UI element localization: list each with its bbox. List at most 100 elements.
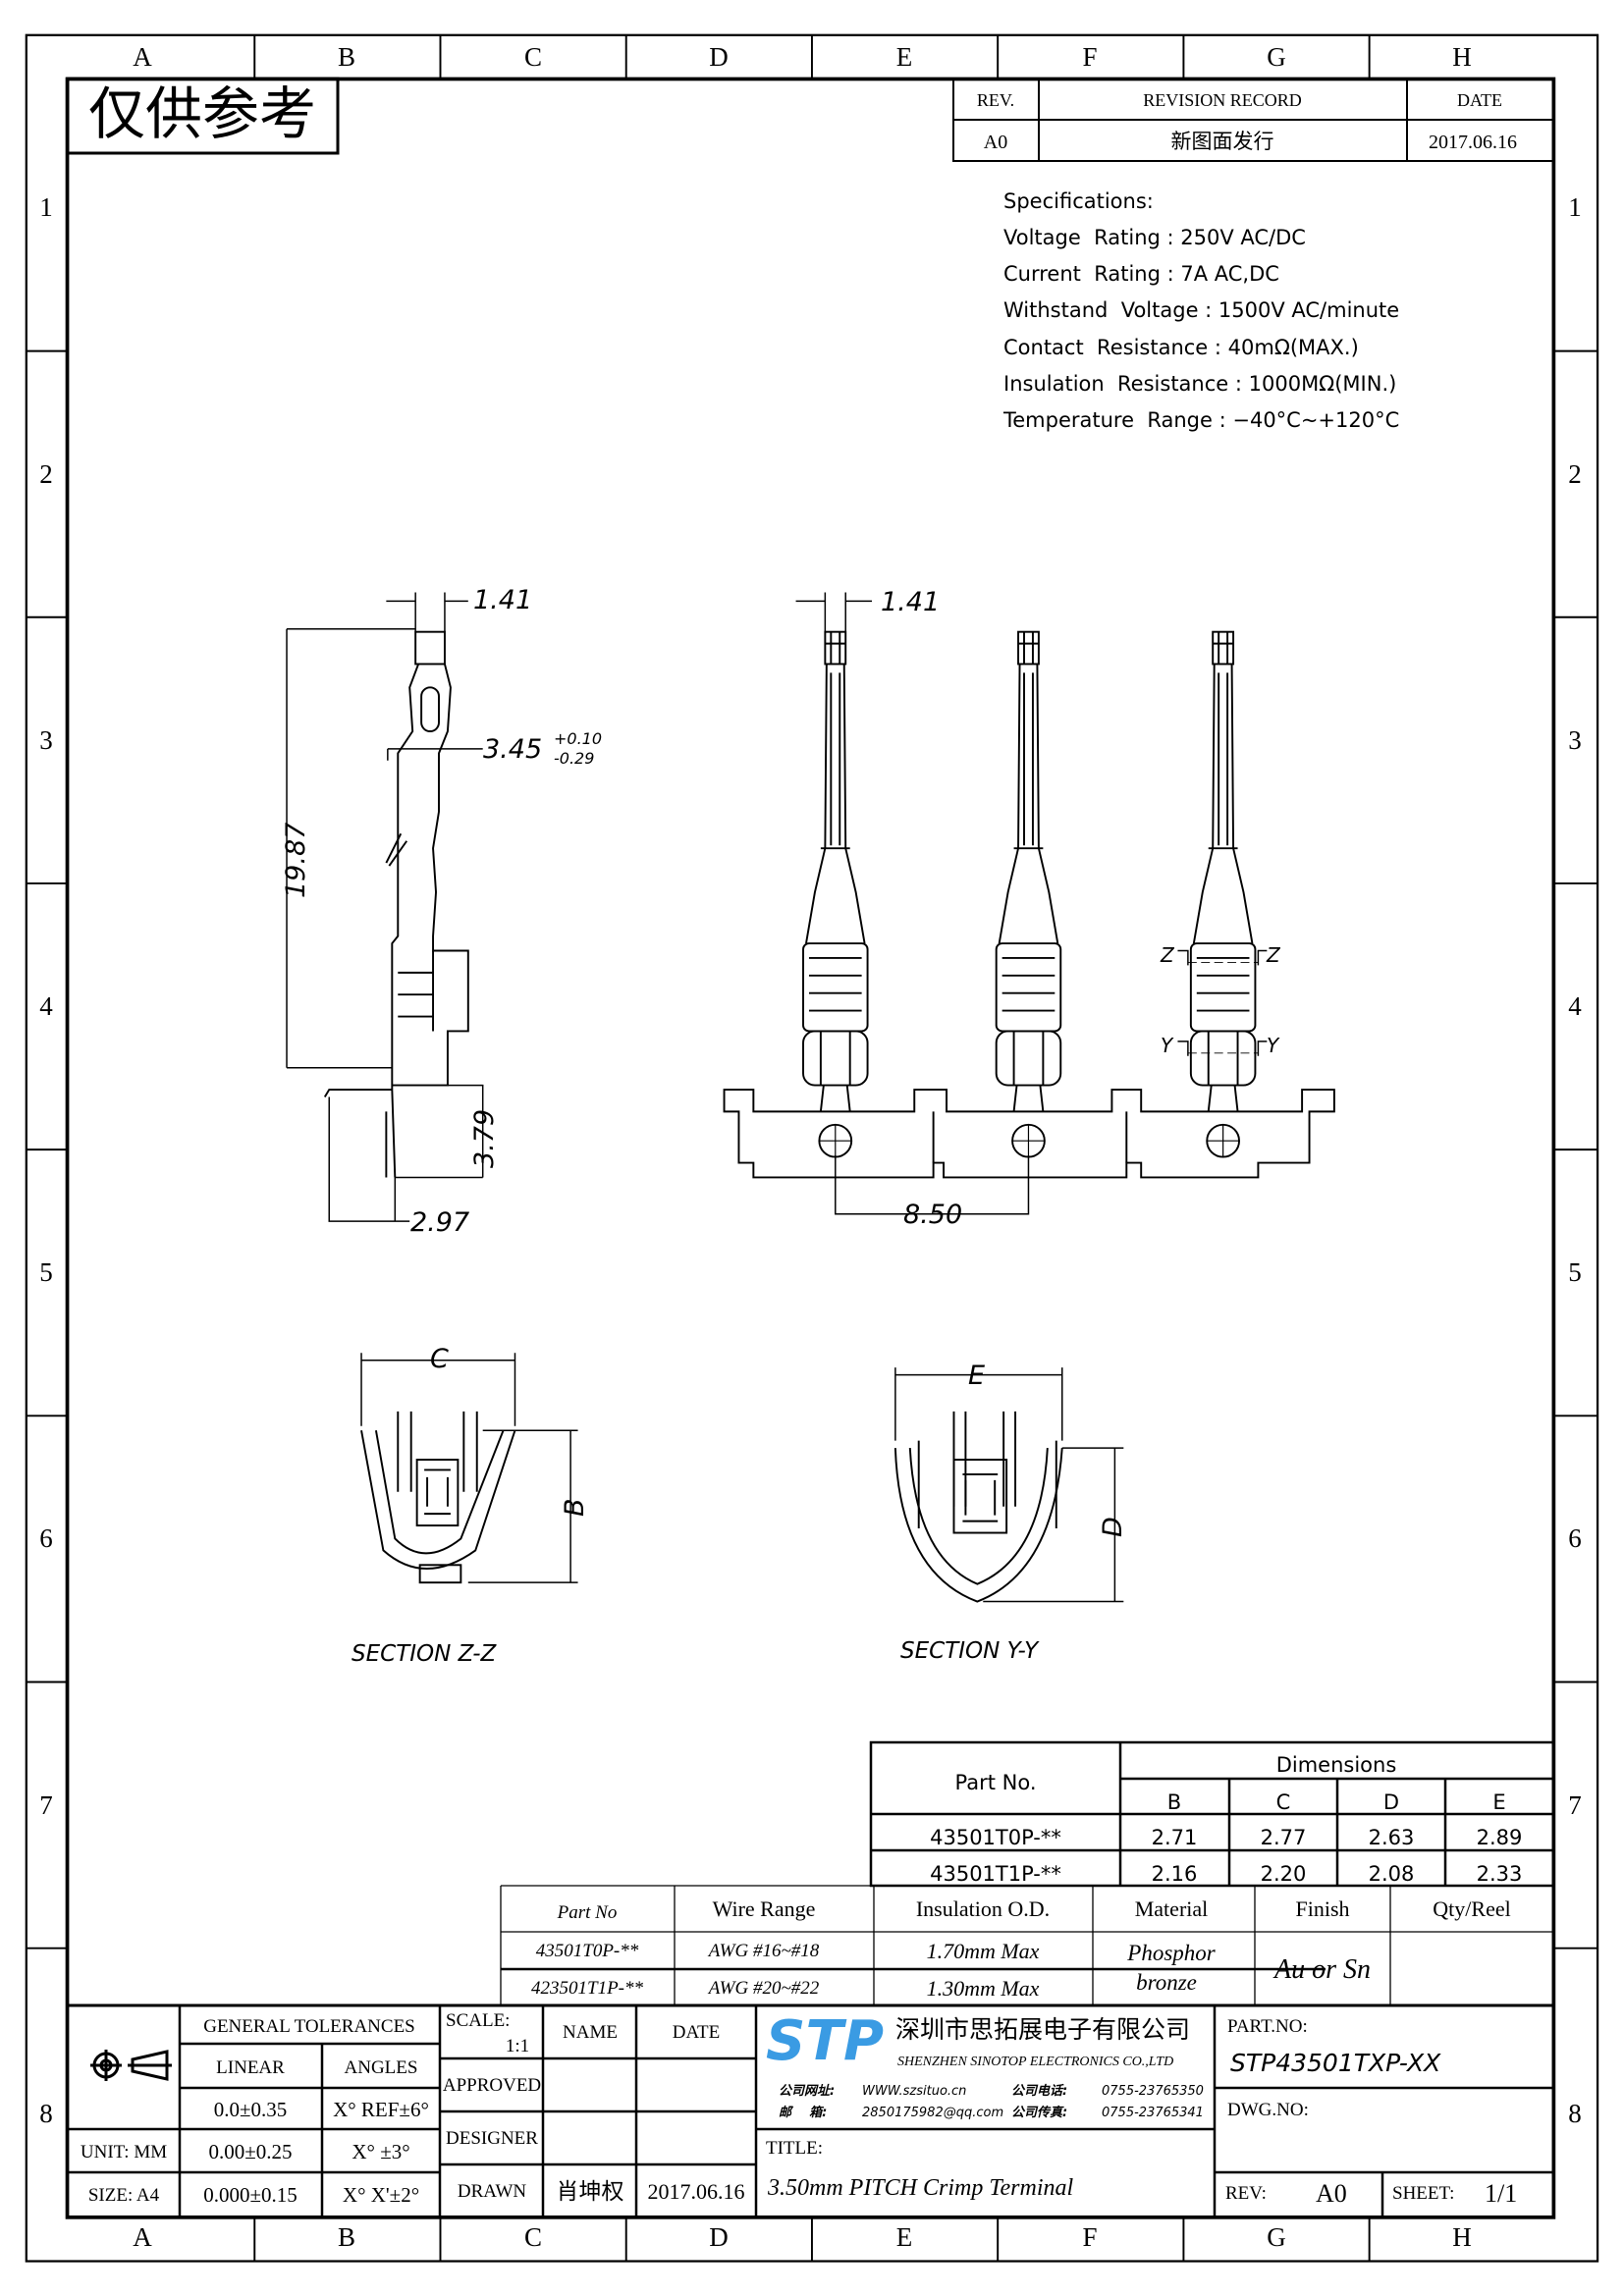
tol-linear: 0.0±0.35 <box>214 2098 288 2121</box>
dim-e: E <box>968 1361 985 1391</box>
stamp-text: 仅供参考 <box>88 80 316 147</box>
dim-carrier-height: 3.79 <box>469 1109 500 1168</box>
spec-line: Voltage Rating : 250V AC/DC <box>1003 226 1306 249</box>
rev-value: A0 <box>1316 2179 1347 2208</box>
col-label: F <box>1082 42 1097 72</box>
dim-col-c: C <box>1276 1790 1291 1814</box>
dim-value: 2.63 <box>1369 1826 1415 1849</box>
title-label: TITLE: <box>766 2138 823 2159</box>
grid-labels: A B C D E F G H A B C D E F G H 1 2 3 4 … <box>39 42 1582 2252</box>
spec-line: Insulation Resistance : 1000MΩ(MIN.) <box>1003 372 1396 396</box>
mat-row-wire: AWG #20~#22 <box>707 1978 820 1999</box>
outer-frame <box>25 33 1599 2263</box>
row-label: 5 <box>39 1257 53 1287</box>
dim-carrier-offset: 2.97 <box>410 1207 469 1238</box>
col-label: D <box>709 2222 729 2252</box>
fax: 0755-23765341 <box>1102 2106 1204 2120</box>
material-line1: Phosphor <box>1126 1941 1217 1965</box>
dim-row-part: 43501T1P-** <box>930 1862 1061 1886</box>
spec-title: Specifications: <box>1003 189 1154 213</box>
mat-header-finish: Finish <box>1295 1896 1349 1921</box>
col-label: E <box>896 42 913 72</box>
mat-row-od: 1.70mm Max <box>927 1939 1040 1963</box>
phone-label: 公司电话: <box>1011 2083 1067 2099</box>
website-label: 公司网址: <box>779 2083 835 2099</box>
dim-side-pin-width: 1.41 <box>473 585 532 615</box>
row-label: 1 <box>39 192 53 222</box>
designer-label: DESIGNER <box>446 2128 538 2149</box>
scale-label: SCALE: <box>446 2010 510 2031</box>
dim-col-d: D <box>1383 1790 1399 1814</box>
col-label: A <box>133 42 152 72</box>
col-label: H <box>1452 42 1472 72</box>
dim-col-b: B <box>1167 1790 1181 1814</box>
row-label: 5 <box>1568 1257 1582 1287</box>
row-label: 3 <box>1568 725 1582 755</box>
revision-record-header: REVISION RECORD <box>1143 90 1302 110</box>
section-mark-z-left: Z <box>1160 943 1175 967</box>
mat-row-part: 423501T1P-** <box>531 1978 644 1999</box>
inner-frame <box>65 77 1556 2219</box>
mat-row-part: 43501T0P-** <box>536 1941 639 1961</box>
dim-d: D <box>1098 1517 1128 1537</box>
material-table <box>500 1885 1554 2005</box>
sheet-value: 1/1 <box>1485 2179 1517 2208</box>
spec-line: Contact Resistance : 40mΩ(MAX.) <box>1003 336 1359 359</box>
grid-ticks <box>26 34 1598 2262</box>
col-label: G <box>1267 42 1286 72</box>
row-label: 2 <box>39 459 53 489</box>
part-no-label: PART.NO: <box>1227 2016 1308 2037</box>
section-mark-y-right: Y <box>1267 1034 1280 1057</box>
finish-value: Au or Sn <box>1272 1954 1371 1985</box>
approved-label: APPROVED <box>443 2075 541 2096</box>
scale-value: 1:1 <box>506 2036 529 2056</box>
col-label: C <box>524 42 542 72</box>
dim-value: 2.89 <box>1477 1826 1523 1849</box>
company-logo: STP <box>766 2009 884 2073</box>
row-label: 6 <box>1568 1523 1582 1553</box>
unit-label: UNIT: MM <box>81 2142 167 2163</box>
dim-value: 2.33 <box>1477 1862 1523 1886</box>
mat-row-wire: AWG #16~#18 <box>707 1941 820 1961</box>
row-label: 7 <box>1568 1790 1582 1820</box>
row-label: 3 <box>39 725 53 755</box>
col-label: E <box>896 2222 913 2252</box>
dim-value: 2.08 <box>1369 1862 1415 1886</box>
drawn-label: DRAWN <box>458 2181 527 2202</box>
mat-header-material: Material <box>1135 1896 1209 1921</box>
dim-body-width: 3.45 <box>483 734 542 765</box>
col-label: F <box>1082 2222 1097 2252</box>
dim-front-pin-width: 1.41 <box>881 587 940 617</box>
row-label: 8 <box>1568 2099 1582 2128</box>
tol-linear: 0.00±0.25 <box>208 2140 292 2163</box>
section-yy-label: SECTION Y-Y <box>900 1638 1040 1664</box>
row-label: 7 <box>39 1790 53 1820</box>
dim-value: 2.71 <box>1152 1826 1198 1849</box>
tol-angle: X° REF±6° <box>333 2098 429 2121</box>
date-header: DATE <box>1457 90 1502 110</box>
rev-label: REV: <box>1225 2183 1267 2204</box>
section-mark-z-right: Z <box>1266 943 1281 967</box>
revision-date-value: 2017.06.16 <box>1429 132 1517 153</box>
mat-header-wire: Wire Range <box>713 1896 816 1921</box>
dim-col-e: E <box>1492 1790 1505 1814</box>
dim-row-part: 43501T0P-** <box>930 1826 1061 1849</box>
dim-c: C <box>430 1344 449 1374</box>
rev-value: A0 <box>984 132 1007 153</box>
company-logo-text: STP <box>766 2009 884 2073</box>
dim-b: B <box>560 1498 590 1517</box>
title-block <box>68 2003 1553 2217</box>
dim-length: 19.87 <box>281 823 311 898</box>
drawn-date: 2017.06.16 <box>648 2179 745 2204</box>
drawing-title: 3.50mm PITCH Crimp Terminal <box>767 2175 1073 2201</box>
dim-body-tol-plus: +0.10 <box>554 729 602 748</box>
phone: 0755-23765350 <box>1102 2084 1204 2099</box>
spec-line: Temperature Range : −40°C~+120°C <box>1002 408 1399 432</box>
col-label: G <box>1267 2222 1286 2252</box>
dim-pitch: 8.50 <box>903 1200 962 1230</box>
dim-value: 2.20 <box>1261 1862 1307 1886</box>
side-view-drawing <box>286 592 484 1222</box>
col-label: B <box>338 42 355 72</box>
fax-label: 公司传真: <box>1011 2105 1067 2120</box>
row-label: 2 <box>1568 459 1582 489</box>
